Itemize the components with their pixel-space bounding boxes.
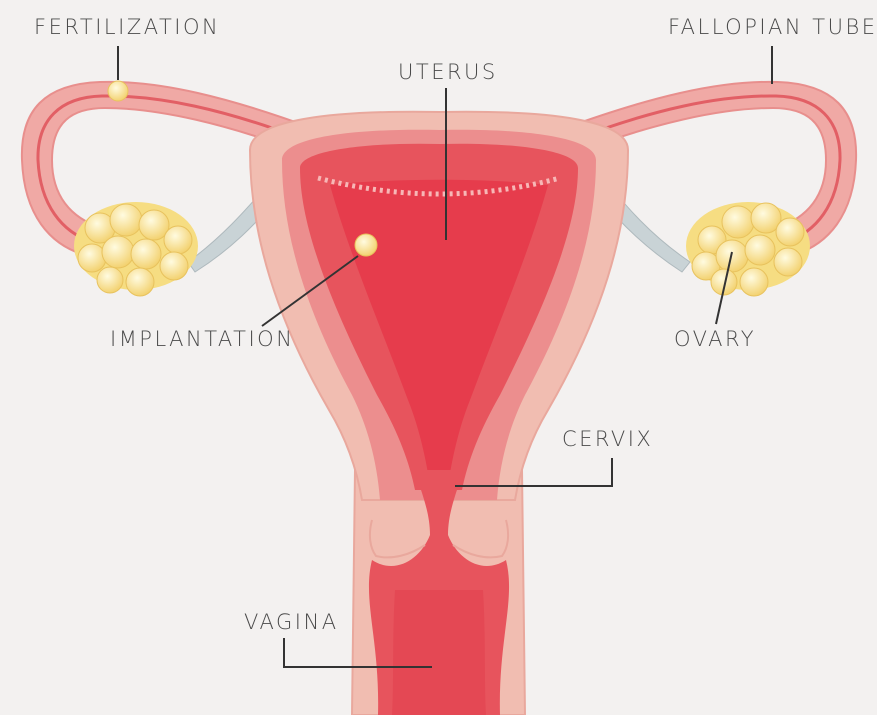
label-implantation: IMPLANTATION: [110, 327, 294, 351]
implantation-embryo: [355, 234, 377, 256]
left-ovary: [74, 202, 198, 296]
label-vagina: VAGINA: [244, 610, 339, 634]
label-fertilization: FERTILIZATION: [34, 15, 220, 39]
fertilization-egg: [108, 81, 128, 101]
right-ovary: [686, 202, 810, 296]
label-ovary: OVARY: [674, 327, 756, 351]
label-uterus: UTERUS: [398, 60, 498, 84]
label-cervix: CERVIX: [562, 427, 653, 451]
label-fallopian-tube: FALLOPIAN TUBE: [668, 15, 877, 39]
